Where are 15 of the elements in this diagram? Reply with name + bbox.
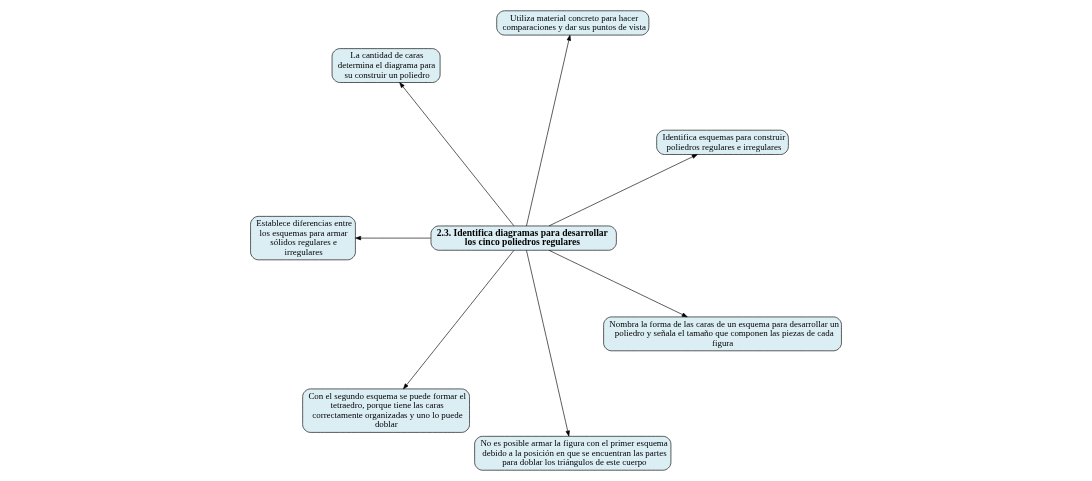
node-box: Nombra la forma de las caras de un esquema para desarrollar un poliedro y señala el tamaño que componen las piezas de cada figura <box>603 316 842 352</box>
arrow <box>355 236 432 241</box>
node-box: Identifica esquemas para construir poliedros regulares e irregulares <box>656 129 789 155</box>
node-box: Utiliza material concreto para hacer comparaciones y dar sus puntos de vista <box>496 10 650 36</box>
node-box: La cantidad de caras determina el diagrama para su construir un poliedro <box>331 48 441 83</box>
node-box: Con el segundo esquema se puede formar el tetraedro, porque tiene las caras correctamente organizadas y uno lo puede doblar <box>302 388 470 433</box>
node-box: No es posible armar la figura con el primer esquema debido a la posición en que se encuentran las partes para doblar los triángulos de este cuerpo <box>474 436 672 471</box>
arrow <box>548 250 688 318</box>
arrow <box>526 249 570 437</box>
arrow <box>526 34 571 227</box>
arrow <box>548 154 698 227</box>
arrow <box>403 250 515 390</box>
arrow <box>399 82 515 226</box>
node-box: 2.3. Identifica diagramas para desarrollar los cinco poliedros regulares <box>430 225 617 251</box>
node-box: Establece diferencias entre los esquemas para armar sólidos regulares e irregulares <box>250 216 356 261</box>
